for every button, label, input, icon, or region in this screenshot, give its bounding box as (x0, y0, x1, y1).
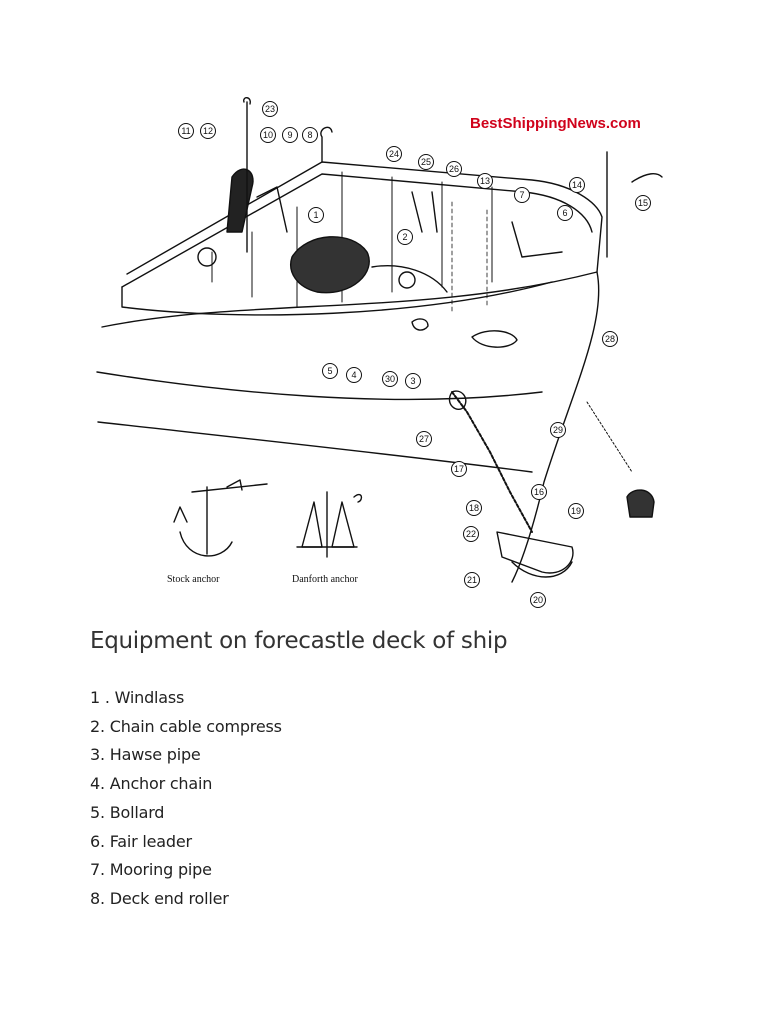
stock-anchor (173, 479, 268, 557)
callout-number: 11 (181, 126, 190, 136)
callout-number: 28 (605, 334, 615, 344)
forecastle-deck-illustration: BestShippingNews.com (92, 92, 682, 610)
callout-number: 4 (351, 370, 356, 380)
callout-circle (397, 229, 413, 245)
callout-number: 7 (519, 190, 524, 200)
list-item: 7. Mooring pipe (90, 860, 212, 880)
callout-circle (260, 127, 276, 143)
stock-anchor-caption: Stock anchor (167, 574, 220, 585)
callout-circle (302, 127, 318, 143)
callout-circle (463, 526, 479, 542)
callout-number: 6 (562, 208, 567, 218)
anchor-and-chain (448, 390, 655, 578)
callout-circle (530, 592, 546, 608)
callout-circle (178, 123, 194, 139)
callout-circle (466, 500, 482, 516)
callout-circle (477, 173, 493, 189)
callout-circle (451, 461, 467, 477)
callout-circle (262, 101, 278, 117)
page-heading: Equipment on forecastle deck of ship (90, 628, 508, 654)
callout-number: 24 (389, 149, 399, 159)
callout-circle (531, 484, 547, 500)
callout-circle (346, 367, 362, 383)
callout-circle (416, 431, 432, 447)
watermark-text: BestShippingNews.com (470, 115, 641, 132)
callout-number: 13 (480, 176, 490, 186)
callout-circle (405, 373, 421, 389)
callout-number: 14 (572, 180, 582, 190)
callout-circle (200, 123, 216, 139)
callout-number: 29 (553, 425, 563, 435)
danforth-anchor-caption: Danforth anchor (292, 574, 358, 585)
callout-circle (386, 146, 402, 162)
callout-circle (568, 503, 584, 519)
callout-number: 15 (638, 198, 648, 208)
callout-number: 1 (313, 210, 318, 220)
list-item: 8. Deck end roller (90, 888, 229, 908)
callout-number: 12 (203, 126, 213, 136)
callout-circle (602, 331, 618, 347)
callout-circle (550, 422, 566, 438)
callout-number: 2 (402, 232, 407, 242)
callout-number: 21 (467, 575, 477, 585)
callout-circle (322, 363, 338, 379)
callout-circle (418, 154, 434, 170)
callout-number: 19 (571, 506, 581, 516)
callout-number: 26 (449, 164, 459, 174)
callout-number: 27 (419, 434, 429, 444)
equipment-list: 1 . Windlass 2. Chain cable compress 3. … (90, 684, 282, 914)
callout-circle (464, 572, 480, 588)
callout-number: 18 (469, 503, 479, 513)
list-item: 5. Bollard (90, 802, 165, 822)
callout-number: 17 (454, 464, 464, 474)
list-item: 3. Hawse pipe (90, 745, 201, 765)
list-item: 4. Anchor chain (90, 774, 213, 794)
list-item: 1 . Windlass (90, 688, 185, 707)
callout-number: 16 (534, 487, 544, 497)
callout-circle (382, 371, 398, 387)
callout-circle (282, 127, 298, 143)
list-item: 6. Fair leader (90, 831, 192, 851)
callout-number: 8 (307, 130, 312, 140)
callout-circle (514, 187, 530, 203)
callout-circle (308, 207, 324, 223)
callout-number: 10 (263, 130, 273, 140)
callout-circle (635, 195, 651, 211)
ship-hull (96, 126, 603, 583)
callout-number: 30 (385, 374, 395, 384)
callout-number: 23 (265, 104, 275, 114)
masts (243, 97, 663, 258)
callout-number: 9 (287, 130, 292, 140)
windlass-machinery (197, 168, 563, 348)
callout-number: 3 (410, 376, 415, 386)
callout-number: 20 (533, 595, 543, 605)
list-item: 2. Chain cable compress (90, 716, 282, 736)
callout-circle (446, 161, 462, 177)
callout-number: 22 (466, 529, 476, 539)
callout-circle (557, 205, 573, 221)
callout-number: 25 (421, 157, 431, 167)
danforth-anchor (296, 491, 363, 558)
callout-circle (569, 177, 585, 193)
callout-number: 5 (327, 366, 332, 376)
